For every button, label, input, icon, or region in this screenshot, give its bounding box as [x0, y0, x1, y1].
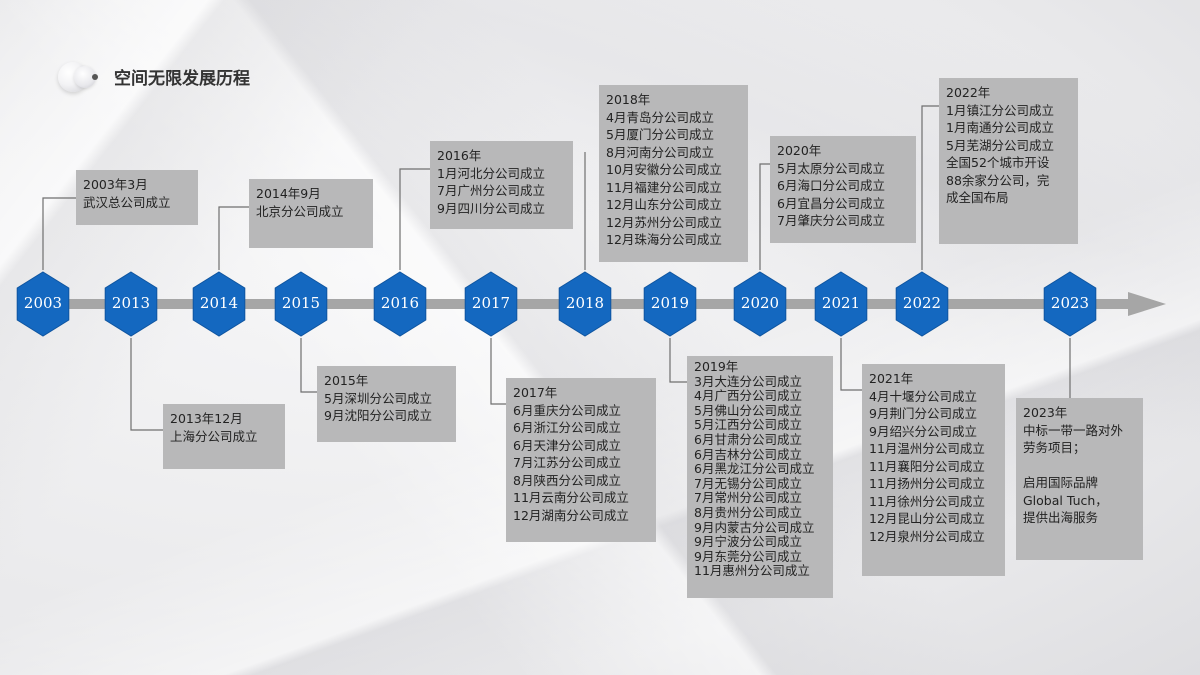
- year-label-2013: 2013: [111, 294, 151, 312]
- decor-sphere-small-icon: [74, 66, 96, 88]
- year-label-2018: 2018: [565, 294, 605, 312]
- year-label-2022: 2022: [902, 294, 942, 312]
- event-card-2013: 2013年12月 上海分公司成立: [163, 404, 285, 469]
- event-card-2019: 2019年 3月大连分公司成立 4月广西分公司成立 5月佛山分公司成立 5月江西…: [687, 356, 833, 598]
- year-label-2023: 2023: [1050, 294, 1090, 312]
- year-hexagon: [895, 271, 949, 337]
- year-hexagon: [192, 271, 246, 337]
- connector-line: [42, 197, 76, 270]
- year-label-2019: 2019: [650, 294, 690, 312]
- event-card-2014: 2014年9月 北京分公司成立: [249, 179, 373, 248]
- year-label-2003: 2003: [23, 294, 63, 312]
- year-hexagon: [16, 271, 70, 337]
- event-card-2021: 2021年 4月十堰分公司成立 9月荆门分公司成立 9月绍兴分公司成立 11月温…: [862, 364, 1005, 576]
- connector-line: [921, 105, 939, 270]
- year-hexagon: [733, 271, 787, 337]
- event-card-2023: 2023年 中标一带一路对外 劳务项目； 启用国际品牌 Global Tuch，…: [1016, 398, 1143, 560]
- connector-line: [840, 338, 862, 391]
- year-hexagon: [373, 271, 427, 337]
- year-hexagon: [1043, 271, 1097, 337]
- connector-line: [130, 338, 163, 431]
- event-card-2016: 2016年 1月河北分公司成立 7月广州分公司成立 9月四川分公司成立: [430, 141, 573, 229]
- year-hexagon: [464, 271, 518, 337]
- connector-line: [669, 338, 687, 383]
- year-label-2015: 2015: [281, 294, 321, 312]
- page-title: 空间无限发展历程: [114, 69, 250, 89]
- year-hexagon: [104, 271, 158, 337]
- event-card-2017: 2017年 6月重庆分公司成立 6月浙江分公司成立 6月天津分公司成立 7月江苏…: [506, 378, 656, 542]
- year-hexagon: [558, 271, 612, 337]
- year-label-2021: 2021: [821, 294, 861, 312]
- bullet-dot-icon: [92, 74, 98, 80]
- event-card-2022: 2022年 1月镇江分公司成立 1月南通分公司成立 5月芜湖分公司成立 全国52…: [939, 78, 1078, 244]
- connector-line: [490, 338, 506, 405]
- connector-line: [300, 338, 317, 393]
- year-label-2014: 2014: [199, 294, 239, 312]
- event-card-2015: 2015年 5月深圳分公司成立 9月沈阳分公司成立: [317, 366, 456, 442]
- year-hexagon: [643, 271, 697, 337]
- year-label-2017: 2017: [471, 294, 511, 312]
- event-card-2020: 2020年 5月太原分公司成立 6月海口分公司成立 6月宜昌分公司成立 7月肇庆…: [770, 136, 916, 243]
- connector-line: [759, 163, 770, 270]
- axis-arrow-icon: [1128, 292, 1166, 316]
- event-card-2018: 2018年 4月青岛分公司成立 5月厦门分公司成立 8月河南分公司成立 10月安…: [599, 85, 748, 262]
- year-label-2016: 2016: [380, 294, 420, 312]
- connector-line: [218, 206, 249, 270]
- year-hexagon: [814, 271, 868, 337]
- year-label-2020: 2020: [740, 294, 780, 312]
- event-card-2003: 2003年3月 武汉总公司成立: [76, 170, 198, 225]
- year-hexagon: [274, 271, 328, 337]
- connector-line: [399, 168, 430, 270]
